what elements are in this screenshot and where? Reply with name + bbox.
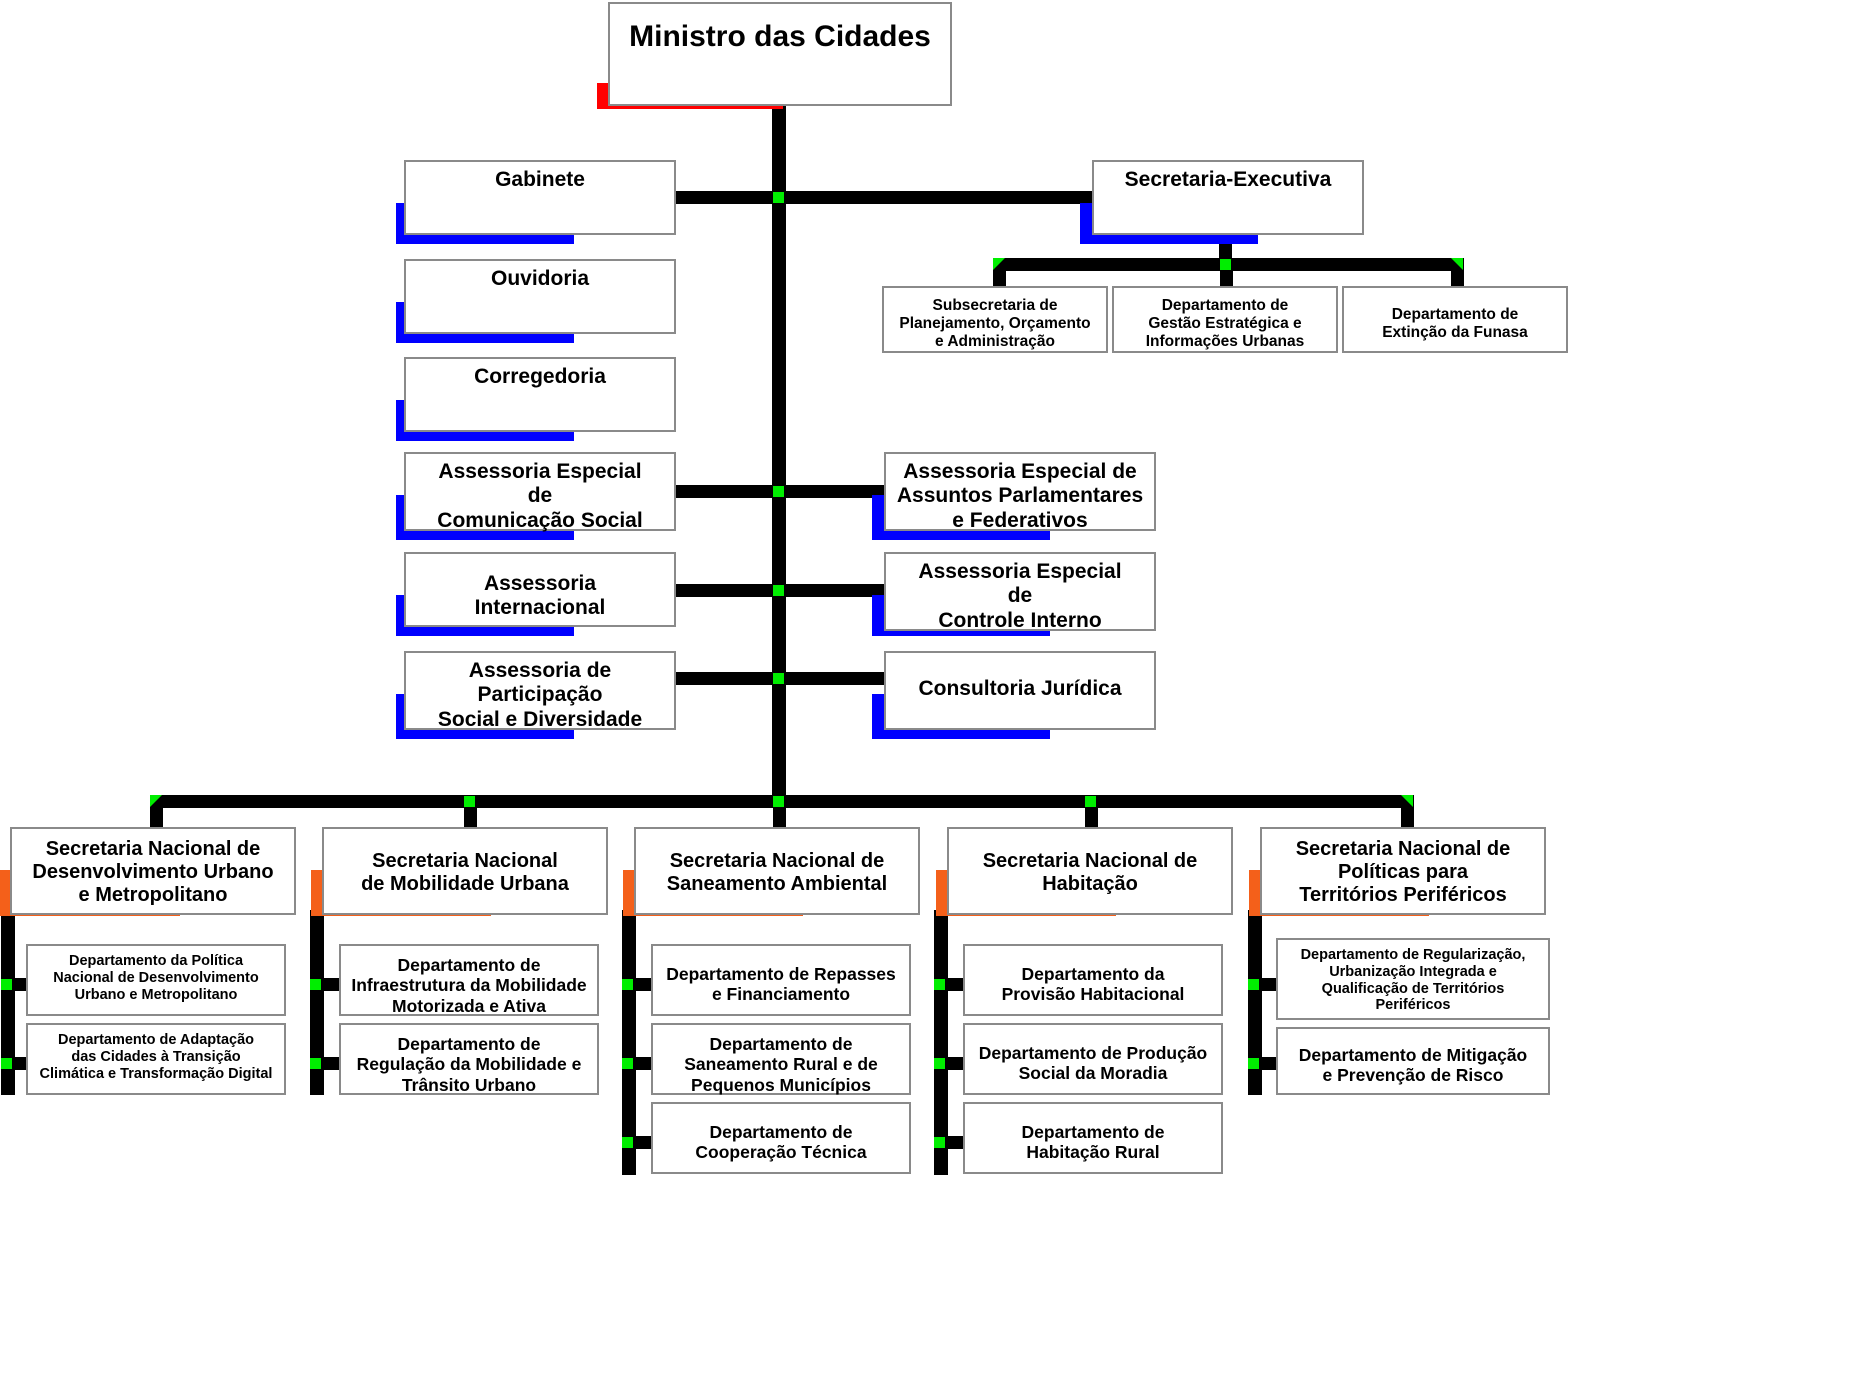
connector-col3-vertical (622, 910, 636, 1175)
node-dep-producao-social-moradia[interactable]: Departamento de Produção Social da Morad… (963, 1023, 1223, 1095)
node-dep-cooperacao-tecnica[interactable]: Departamento de Cooperação Técnica (651, 1102, 911, 1174)
junction-marker (773, 486, 784, 497)
node-label: Gabinete (495, 168, 585, 191)
node-gabinete[interactable]: Gabinete (404, 160, 676, 235)
junction-marker (934, 979, 945, 990)
junction-marker (310, 1058, 321, 1069)
node-label: Departamento de Habitação Rural (1021, 1122, 1165, 1163)
node-label: Secretaria Nacional de Habitação (982, 850, 1198, 896)
node-label: Assessoria Especial de Assuntos Parlamen… (896, 460, 1144, 532)
node-label: Assessoria Especial de Controle Interno (918, 560, 1122, 632)
node-subsecretaria-planejamento[interactable]: Subsecretaria de Planejamento, Orçamento… (882, 286, 1108, 353)
node-label: Departamento de Regulação da Mobilidade … (356, 1034, 582, 1095)
node-dep-regulacao-mobilidade[interactable]: Departamento de Regulação da Mobilidade … (339, 1023, 599, 1095)
junction-marker (773, 796, 784, 807)
node-label: Departamento de Saneamento Rural e de Pe… (684, 1034, 878, 1095)
connector-col2-vertical (310, 910, 324, 1095)
connector-secretariat-drop-1 (150, 795, 163, 831)
junction-marker (622, 1137, 633, 1148)
node-dep-mitigacao-prevencao-risco[interactable]: Departamento de Mitigação e Prevenção de… (1276, 1027, 1550, 1095)
node-secretaria-territorios-perifericos[interactable]: Secretaria Nacional de Políticas para Te… (1260, 827, 1546, 915)
accent-vertical (872, 694, 884, 739)
junction-marker (934, 1058, 945, 1069)
node-label: Consultoria Jurídica (918, 677, 1122, 700)
node-assessoria-assuntos-parlamentares[interactable]: Assessoria Especial de Assuntos Parlamen… (884, 452, 1156, 532)
node-label: Departamento de Mitigação e Prevenção de… (1298, 1045, 1528, 1086)
node-label: Departamento de Gestão Estratégica e Inf… (1145, 297, 1305, 350)
connector-col1-vertical (1, 910, 15, 1095)
junction-marker (1, 1058, 12, 1069)
accent-vertical (872, 495, 884, 540)
node-label: Departamento de Produção Social da Morad… (978, 1043, 1208, 1084)
junction-marker (1248, 1058, 1259, 1069)
node-assessoria-comunicacao-social[interactable]: Assessoria Especial de Comunicação Socia… (404, 452, 676, 532)
node-secretaria-mobilidade-urbana[interactable]: Secretaria Nacional de Mobilidade Urbana (322, 827, 608, 915)
node-assessoria-internacional[interactable]: Assessoria Internacional (404, 552, 676, 627)
connector-col5-vertical (1248, 910, 1262, 1095)
junction-marker (622, 979, 633, 990)
node-departamento-extincao-funasa[interactable]: Departamento de Extinção da Funasa (1342, 286, 1568, 353)
node-secretaria-desenvolvimento-urbano[interactable]: Secretaria Nacional de Desenvolvimento U… (10, 827, 296, 915)
node-corregedoria[interactable]: Corregedoria (404, 357, 676, 432)
connector-gabinete-secexec (668, 191, 1100, 204)
node-label: Secretaria Nacional de Mobilidade Urbana (361, 850, 569, 896)
node-dep-provisao-habitacional[interactable]: Departamento da Provisão Habitacional (963, 944, 1223, 1016)
junction-marker (1085, 796, 1096, 807)
node-dep-regularizacao-urbanizacao[interactable]: Departamento de Regularização, Urbanizaç… (1276, 938, 1550, 1020)
accent-vertical (1080, 203, 1092, 244)
spine-main-vertical (772, 104, 786, 801)
junction-marker (1220, 259, 1231, 270)
node-dep-adaptacao-cidades[interactable]: Departamento de Adaptação das Cidades à … (26, 1023, 286, 1095)
node-ouvidoria[interactable]: Ouvidoria (404, 259, 676, 334)
node-secretaria-saneamento-ambiental[interactable]: Secretaria Nacional de Saneamento Ambien… (634, 827, 920, 915)
node-label: Departamento de Adaptação das Cidades à … (39, 1032, 273, 1082)
junction-marker (310, 979, 321, 990)
junction-marker (1248, 979, 1259, 990)
node-label: Corregedoria (474, 365, 606, 388)
node-label: Subsecretaria de Planejamento, Orçamento… (899, 297, 1091, 350)
connector-col4-vertical (934, 910, 948, 1175)
node-label: Departamento de Regularização, Urbanizaç… (1300, 947, 1526, 1014)
node-assessoria-controle-interno[interactable]: Assessoria Especial de Controle Interno (884, 552, 1156, 632)
node-label: Secretaria-Executiva (1124, 168, 1332, 191)
node-label: Secretaria Nacional de Saneamento Ambien… (666, 850, 888, 896)
accent-vertical (872, 595, 884, 636)
node-dep-repasses-financiamento[interactable]: Departamento de Repasses e Financiamento (651, 944, 911, 1016)
node-dep-saneamento-rural[interactable]: Departamento de Saneamento Rural e de Pe… (651, 1023, 911, 1095)
node-label: Departamento da Provisão Habitacional (1001, 964, 1185, 1005)
node-label: Departamento de Cooperação Técnica (695, 1122, 867, 1163)
node-label: Secretaria Nacional de Desenvolvimento U… (32, 838, 274, 907)
node-label: Assessoria Especial de Comunicação Socia… (437, 460, 643, 532)
node-dep-politica-nacional-desenvolvimento[interactable]: Departamento da Política Nacional de Des… (26, 944, 286, 1016)
node-label: Departamento de Repasses e Financiamento (666, 964, 896, 1005)
node-dep-infraestrutura-mobilidade[interactable]: Departamento de Infraestrutura da Mobili… (339, 944, 599, 1016)
node-consultoria-juridica[interactable]: Consultoria Jurídica (884, 651, 1156, 730)
junction-marker (622, 1058, 633, 1069)
junction-marker (773, 585, 784, 596)
node-dep-habitacao-rural[interactable]: Departamento de Habitação Rural (963, 1102, 1223, 1174)
node-departamento-gestao-estrategica[interactable]: Departamento de Gestão Estratégica e Inf… (1112, 286, 1338, 353)
node-label: Assessoria Internacional (474, 572, 606, 620)
junction-marker (1, 979, 12, 990)
node-label: Assessoria de Participação Social e Dive… (437, 659, 643, 731)
junction-marker (773, 192, 784, 203)
node-secretaria-habitacao[interactable]: Secretaria Nacional de Habitação (947, 827, 1233, 915)
node-ministro-das-cidades[interactable]: Ministro das Cidades (608, 2, 952, 106)
node-label: Secretaria Nacional de Políticas para Te… (1295, 838, 1511, 907)
node-label: Departamento de Infraestrutura da Mobili… (351, 955, 587, 1016)
junction-marker (773, 673, 784, 684)
node-label: Departamento da Política Nacional de Des… (53, 953, 259, 1003)
node-label: Departamento de Extinção da Funasa (1382, 306, 1528, 341)
node-secretaria-executiva[interactable]: Secretaria-Executiva (1092, 160, 1364, 235)
junction-marker (934, 1137, 945, 1148)
junction-marker (464, 796, 475, 807)
node-label: Ministro das Cidades (629, 20, 931, 53)
node-label: Ouvidoria (490, 267, 590, 290)
node-assessoria-participacao-social[interactable]: Assessoria de Participação Social e Dive… (404, 651, 676, 731)
